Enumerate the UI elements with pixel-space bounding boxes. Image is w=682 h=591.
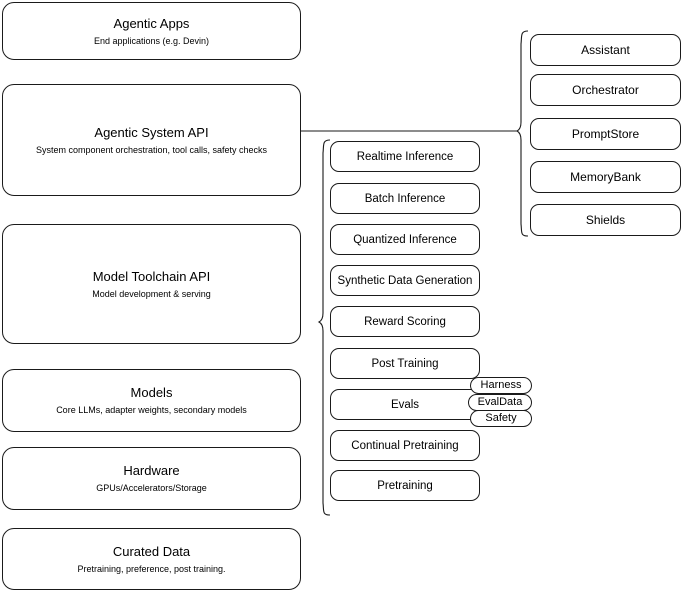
- stack-layer-subtitle: Core LLMs, adapter weights, secondary mo…: [56, 405, 247, 415]
- system-component-memorybank[interactable]: MemoryBank: [530, 161, 681, 193]
- toolchain-component-quantized-inference[interactable]: Quantized Inference: [330, 224, 480, 255]
- toolchain-component-synthetic-data-generation[interactable]: Synthetic Data Generation: [330, 265, 480, 296]
- toolchain-component-label: Post Training: [371, 357, 439, 370]
- toolchain-component-label: Quantized Inference: [353, 233, 457, 246]
- eval-subcomponent-label: Harness: [480, 379, 522, 391]
- toolchain-component-evals[interactable]: Evals: [330, 389, 480, 420]
- stack-layer-hardware[interactable]: Hardware GPUs/Accelerators/Storage: [2, 447, 301, 510]
- brace-system-components: [515, 30, 529, 237]
- eval-subcomponent-label: EvalData: [477, 396, 523, 408]
- stack-layer-title: Models: [130, 385, 173, 400]
- system-component-promptstore[interactable]: PromptStore: [530, 118, 681, 150]
- eval-subcomponent-safety[interactable]: Safety: [470, 410, 532, 427]
- system-component-label: Orchestrator: [572, 82, 639, 97]
- stack-layer-models[interactable]: Models Core LLMs, adapter weights, secon…: [2, 369, 301, 432]
- stack-layer-subtitle: System component orchestration, tool cal…: [35, 144, 268, 155]
- toolchain-component-label: Synthetic Data Generation: [337, 274, 473, 287]
- toolchain-component-pretraining[interactable]: Pretraining: [330, 470, 480, 501]
- system-component-orchestrator[interactable]: Orchestrator: [530, 74, 681, 106]
- stack-layer-curated-data[interactable]: Curated Data Pretraining, preference, po…: [2, 528, 301, 590]
- system-component-label: Assistant: [581, 42, 630, 57]
- toolchain-component-label: Continual Pretraining: [351, 439, 459, 452]
- stack-layer-title: Agentic Apps: [113, 15, 190, 31]
- toolchain-component-label: Evals: [390, 398, 420, 411]
- toolchain-component-post-training[interactable]: Post Training: [330, 348, 480, 379]
- stack-layer-subtitle: End applications (e.g. Devin): [93, 35, 210, 46]
- brace-toolchain-components: [317, 139, 331, 516]
- stack-layer-model-toolchain-api[interactable]: Model Toolchain API Model development & …: [2, 224, 301, 344]
- stack-layer-agentic-system-api[interactable]: Agentic System API System component orch…: [2, 84, 301, 196]
- stack-layer-subtitle: GPUs/Accelerators/Storage: [96, 483, 207, 493]
- eval-subcomponent-harness[interactable]: Harness: [470, 377, 532, 394]
- stack-layer-title: Agentic System API: [94, 124, 209, 140]
- eval-subcomponent-evaldata[interactable]: EvalData: [468, 394, 532, 411]
- system-component-label: Shields: [585, 212, 626, 227]
- stack-layer-title: Hardware: [123, 463, 180, 478]
- system-component-shields[interactable]: Shields: [530, 204, 681, 236]
- toolchain-component-batch-inference[interactable]: Batch Inference: [330, 183, 480, 214]
- toolchain-component-label: Reward Scoring: [364, 315, 446, 328]
- system-component-label: MemoryBank: [570, 169, 641, 184]
- toolchain-component-label: Batch Inference: [364, 192, 446, 205]
- stack-layer-title: Curated Data: [112, 543, 191, 559]
- eval-subcomponent-label: Safety: [485, 412, 517, 424]
- toolchain-component-realtime-inference[interactable]: Realtime Inference: [330, 141, 480, 172]
- toolchain-component-continual-pretraining[interactable]: Continual Pretraining: [330, 430, 480, 461]
- stack-layer-subtitle: Pretraining, preference, post training.: [77, 563, 226, 574]
- toolchain-component-reward-scoring[interactable]: Reward Scoring: [330, 306, 480, 337]
- stack-layer-subtitle: Model development & serving: [92, 288, 211, 299]
- toolchain-component-label: Pretraining: [377, 479, 433, 492]
- stack-layer-title: Model Toolchain API: [92, 268, 211, 284]
- system-component-assistant[interactable]: Assistant: [530, 34, 681, 66]
- toolchain-component-label: Realtime Inference: [356, 150, 454, 163]
- system-component-label: PromptStore: [571, 126, 640, 141]
- stack-layer-agentic-apps[interactable]: Agentic Apps End applications (e.g. Devi…: [2, 2, 301, 60]
